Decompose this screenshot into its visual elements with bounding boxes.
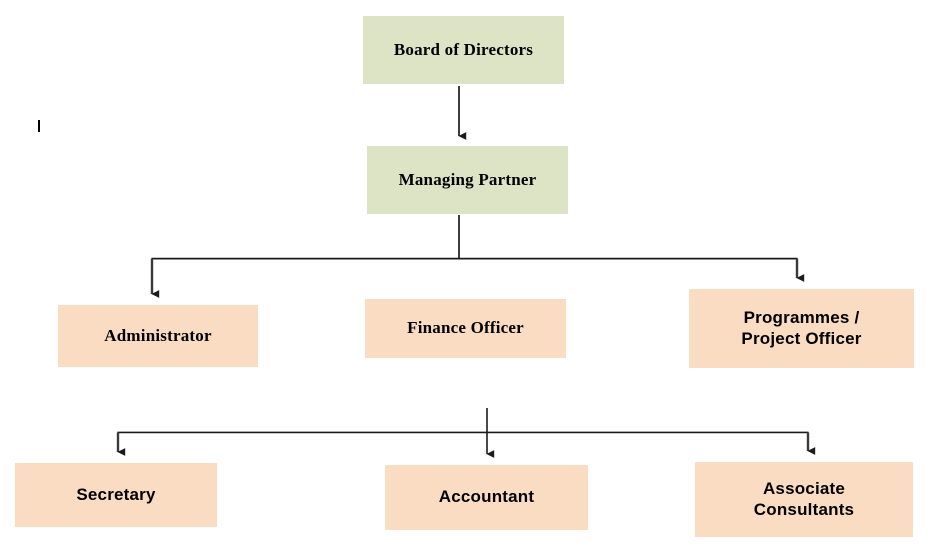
node-administrator[interactable]: Administrator — [58, 305, 258, 367]
node-accountant[interactable]: Accountant — [385, 465, 588, 530]
connector-managing-partner-bus — [151, 215, 798, 260]
text-cursor — [38, 120, 40, 132]
node-programmes-project-officer[interactable]: Programmes / Project Officer — [689, 289, 914, 368]
node-managing-partner[interactable]: Managing Partner — [367, 146, 568, 214]
connector-lower-bus — [117, 408, 809, 434]
node-associate-consultants[interactable]: Associate Consultants — [695, 462, 913, 537]
node-board-of-directors[interactable]: Board of Directors — [363, 16, 564, 84]
node-finance-officer[interactable]: Finance Officer — [365, 299, 566, 358]
node-secretary[interactable]: Secretary — [15, 463, 217, 527]
